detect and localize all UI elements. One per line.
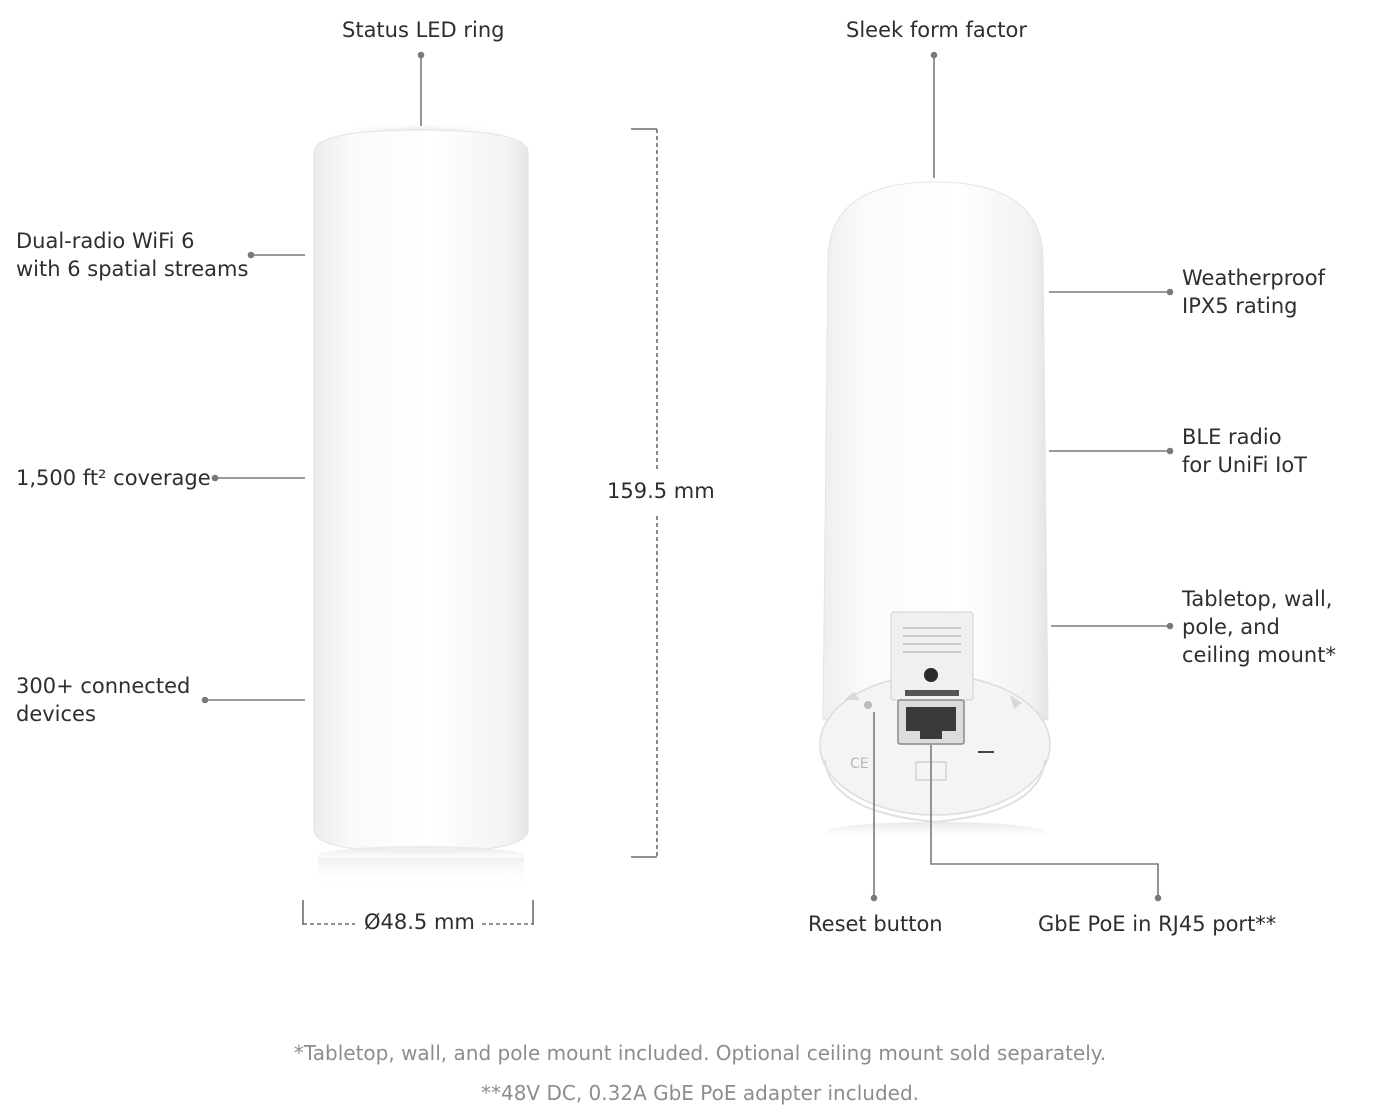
callout-connected-devices: 300+ connected devices (16, 674, 191, 726)
callout-poe-port: GbE PoE in RJ45 port** (1038, 912, 1277, 936)
callout-mounting: Tabletop, wall, pole, and ceiling mount* (1182, 587, 1336, 667)
height-dimension (631, 128, 658, 858)
callout-ble-radio: BLE radio for UniFi IoT (1182, 425, 1307, 477)
reset-button-hole (924, 668, 938, 682)
callout-status-led: Status LED ring (342, 18, 505, 42)
diameter-dimension (302, 900, 534, 925)
diameter-dimension-label: Ø48.5 mm (362, 910, 477, 934)
footnote-poe-adapter: **48V DC, 0.32A GbE PoE adapter included… (480, 1081, 920, 1105)
callout-reset-button: Reset button (808, 912, 943, 936)
leader-lines (201, 51, 1174, 902)
height-dimension-label: 159.5 mm (605, 479, 717, 503)
callout-wifi6: Dual-radio WiFi 6 with 6 spatial streams (16, 229, 249, 281)
callout-sleek-form-factor: Sleek form factor (846, 18, 1028, 42)
footnote-mounts: *Tabletop, wall, and pole mount included… (293, 1041, 1107, 1065)
callout-coverage: 1,500 ft² coverage (16, 466, 211, 490)
device-rear-view: CE (819, 181, 1051, 842)
label-plate (890, 611, 974, 701)
device-front-view (313, 122, 529, 888)
callout-weatherproof: Weatherproof IPX5 rating (1182, 266, 1326, 318)
svg-text:CE: CE (850, 756, 869, 772)
